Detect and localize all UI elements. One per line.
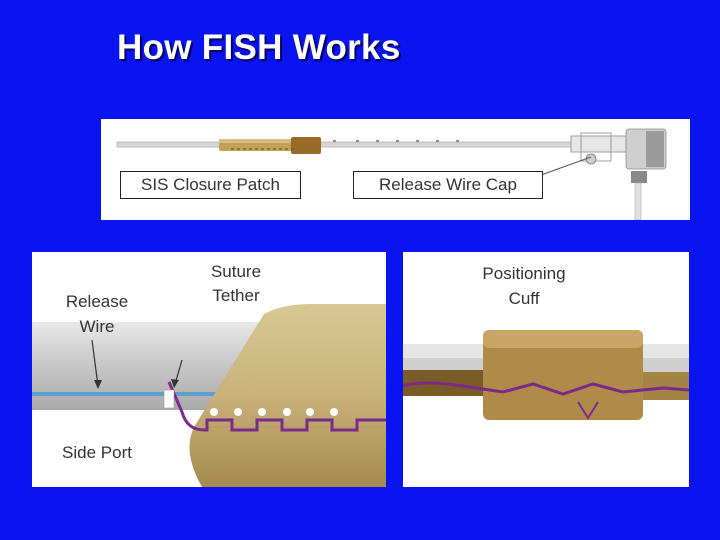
positioning-cuff-drawing bbox=[403, 330, 689, 420]
device-overview-image: SIS Closure Patch Release Wire Cap bbox=[101, 119, 690, 220]
patch-closeup-drawing bbox=[32, 304, 386, 487]
release-wire-label-line1: Release bbox=[65, 292, 129, 311]
slide-title: How FISH Works bbox=[117, 28, 401, 67]
device-drawing bbox=[116, 128, 667, 220]
release-wire-label-line2: Wire bbox=[79, 317, 115, 336]
side-port-label: Side Port bbox=[62, 443, 132, 462]
positioning-cuff-label-line2: Cuff bbox=[508, 289, 540, 308]
sis-closure-patch-label: SIS Closure Patch bbox=[120, 171, 301, 199]
release-wire-cap-label: Release Wire Cap bbox=[353, 171, 543, 199]
suture-tether-label-line1: Suture bbox=[210, 262, 262, 281]
suture-tether-label-line2: Tether bbox=[212, 286, 260, 305]
positioning-cuff-image: Positioning Cuff bbox=[403, 252, 689, 487]
patch-closeup-image: Release Wire Suture Tether Side Port bbox=[32, 252, 386, 487]
positioning-cuff-label-line1: Positioning bbox=[482, 264, 566, 283]
